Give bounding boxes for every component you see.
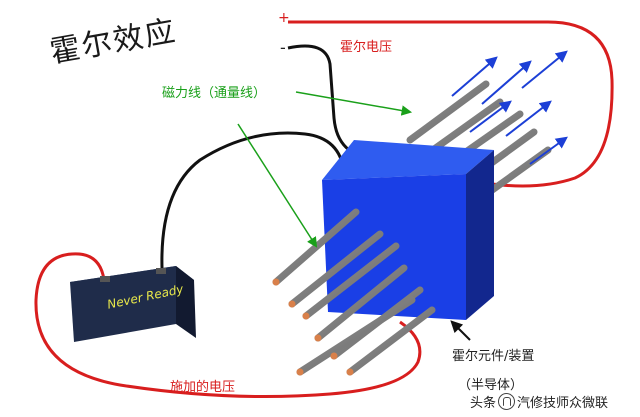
watermark-prefix: 头条 [470,396,497,411]
field-line-pointers [237,91,413,248]
field-lines-label: 磁力线（通量线） [162,86,267,101]
battery-to-cube-wire [160,131,346,269]
hall-element-label: 霍尔元件/装置 [452,349,535,364]
watermark: 头条 汽修技师众微联 [470,392,608,411]
plus-terminal-label: + [278,10,290,26]
hall-voltage-wire [288,20,614,188]
applied-voltage-label: 施加的电压 [170,380,236,395]
minus-terminal-label: - [280,38,286,57]
applied-voltage-wire [34,252,422,399]
semiconductor-label: （半导体） [458,378,524,393]
rod-tips [272,278,354,376]
arrow-nw-icon [450,320,471,341]
hall-element-cube [322,140,494,320]
hall-voltage-label: 霍尔电压 [340,40,393,55]
rods-front [272,208,436,376]
battery [70,266,196,342]
arrow-ne-icon [451,50,568,165]
watermark-account: 汽修技师众微联 [517,396,609,411]
account-logo-icon [498,393,516,410]
hall-negative-wire [287,44,371,154]
